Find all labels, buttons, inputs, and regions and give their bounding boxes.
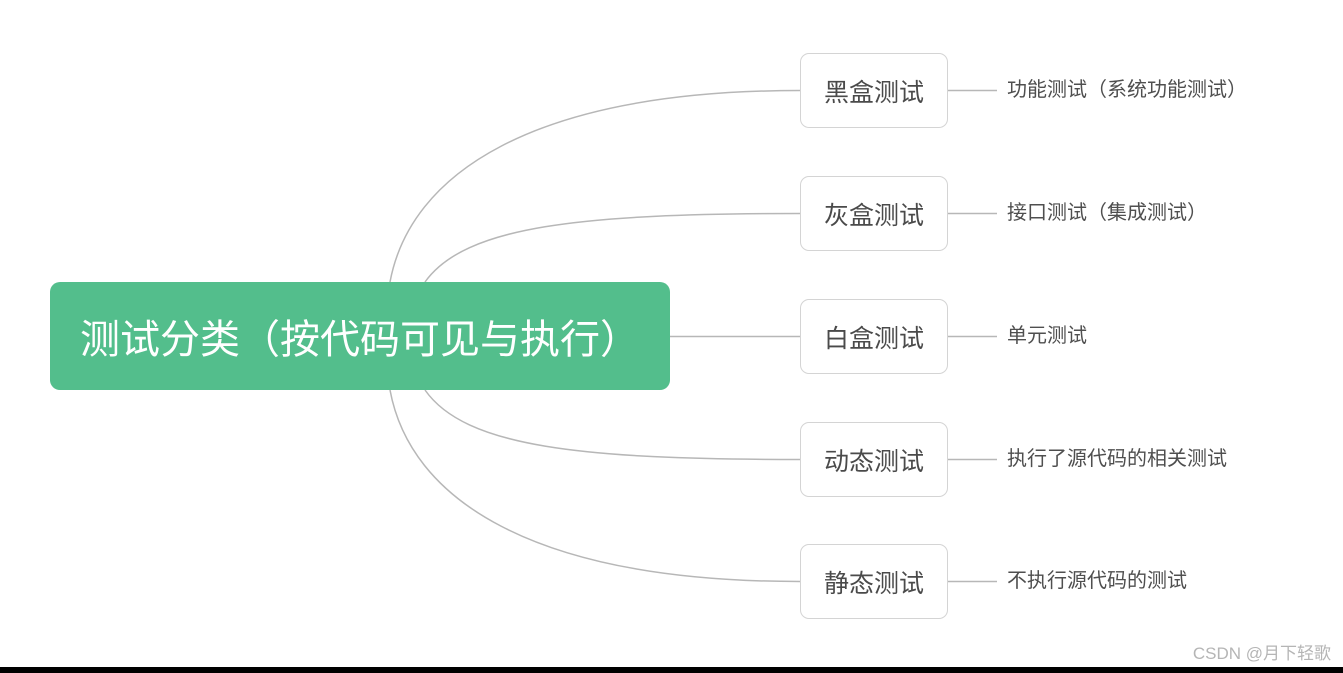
connector-root-to-dynamic [424,389,801,461]
branch-node-blackbox[interactable]: 黑盒测试 [800,53,948,128]
branch-node-static[interactable]: 静态测试 [800,544,948,619]
branch-node-dynamic[interactable]: 动态测试 [800,422,948,497]
branch-node-graybox[interactable]: 灰盒测试 [800,176,948,251]
connector-root-to-graybox [424,212,801,283]
branch-note-graybox: 接口测试（集成测试） [1007,202,1207,224]
branch-note-whitebox: 单元测试 [1007,325,1087,347]
watermark: CSDN @月下轻歌 [1192,644,1331,663]
root-node[interactable]: 测试分类（按代码可见与执行） [50,282,670,390]
branch-note-static: 不执行源代码的测试 [1007,570,1187,592]
branch-node-whitebox[interactable]: 白盒测试 [800,299,948,374]
branch-note-blackbox: 功能测试（系统功能测试） [1007,79,1247,101]
connector-root-to-static [389,389,801,583]
bottom-border-bar [0,667,1343,673]
branch-note-dynamic: 执行了源代码的相关测试 [1007,448,1227,470]
connector-root-to-blackbox [389,89,801,283]
